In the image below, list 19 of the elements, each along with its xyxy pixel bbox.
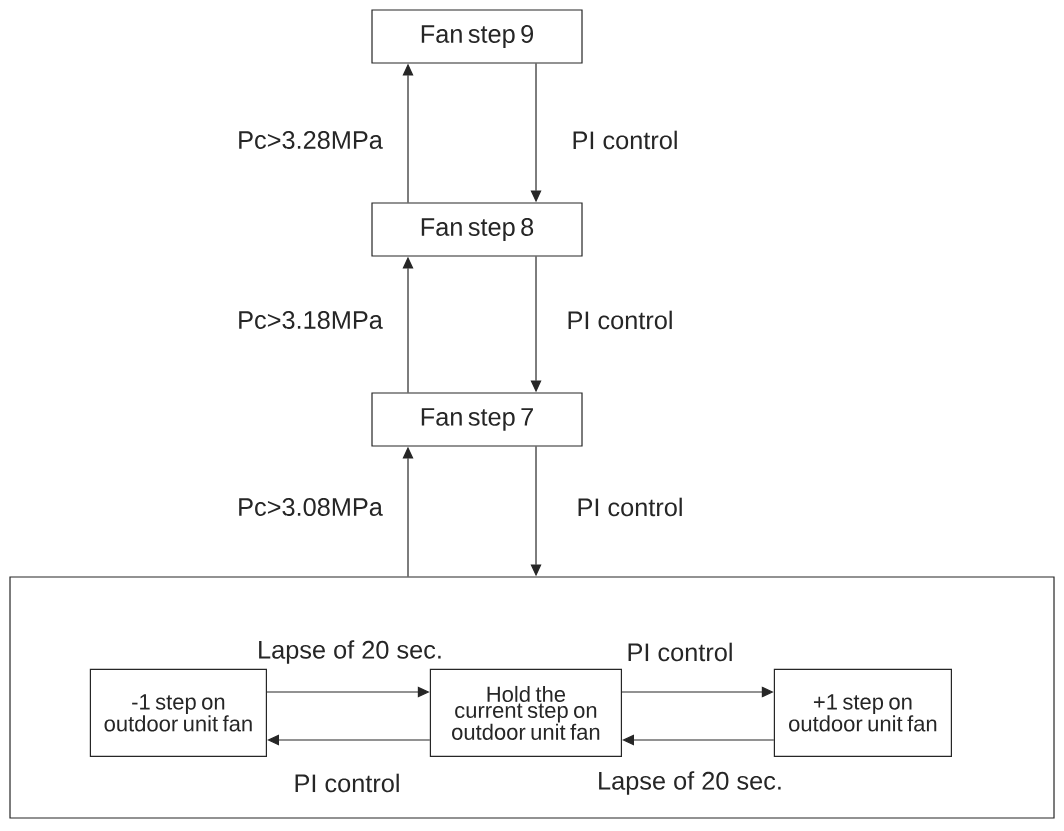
- edge-label: Pc>3.08MPa: [235, 496, 385, 518]
- edge-label: Lapse of 20 sec.: [595, 769, 785, 797]
- step-box: Hold the current step on outdoor unit fan: [429, 668, 622, 757]
- edge-label: PI control: [625, 641, 735, 663]
- arrow: [622, 734, 775, 746]
- step-box: Fan step 9: [371, 9, 583, 64]
- step-box: +1 step on outdoor unit fan: [773, 668, 952, 757]
- edge-label: PI control: [570, 129, 680, 151]
- step-box: Fan step 8: [371, 202, 583, 257]
- edge-label: PI control: [575, 496, 685, 518]
- edge-label: Pc>3.28MPa: [235, 129, 385, 151]
- step-box: -1 step on outdoor unit fan: [89, 668, 267, 757]
- step-box: Fan step 7: [371, 392, 583, 447]
- edge-label: Lapse of 20 sec.: [255, 638, 445, 666]
- arrow: [267, 734, 431, 746]
- group-box: [9, 576, 1055, 819]
- edge-label: PI control: [292, 772, 402, 794]
- edge-label: Pc>3.18MPa: [235, 309, 385, 331]
- edge-label: PI control: [565, 309, 675, 331]
